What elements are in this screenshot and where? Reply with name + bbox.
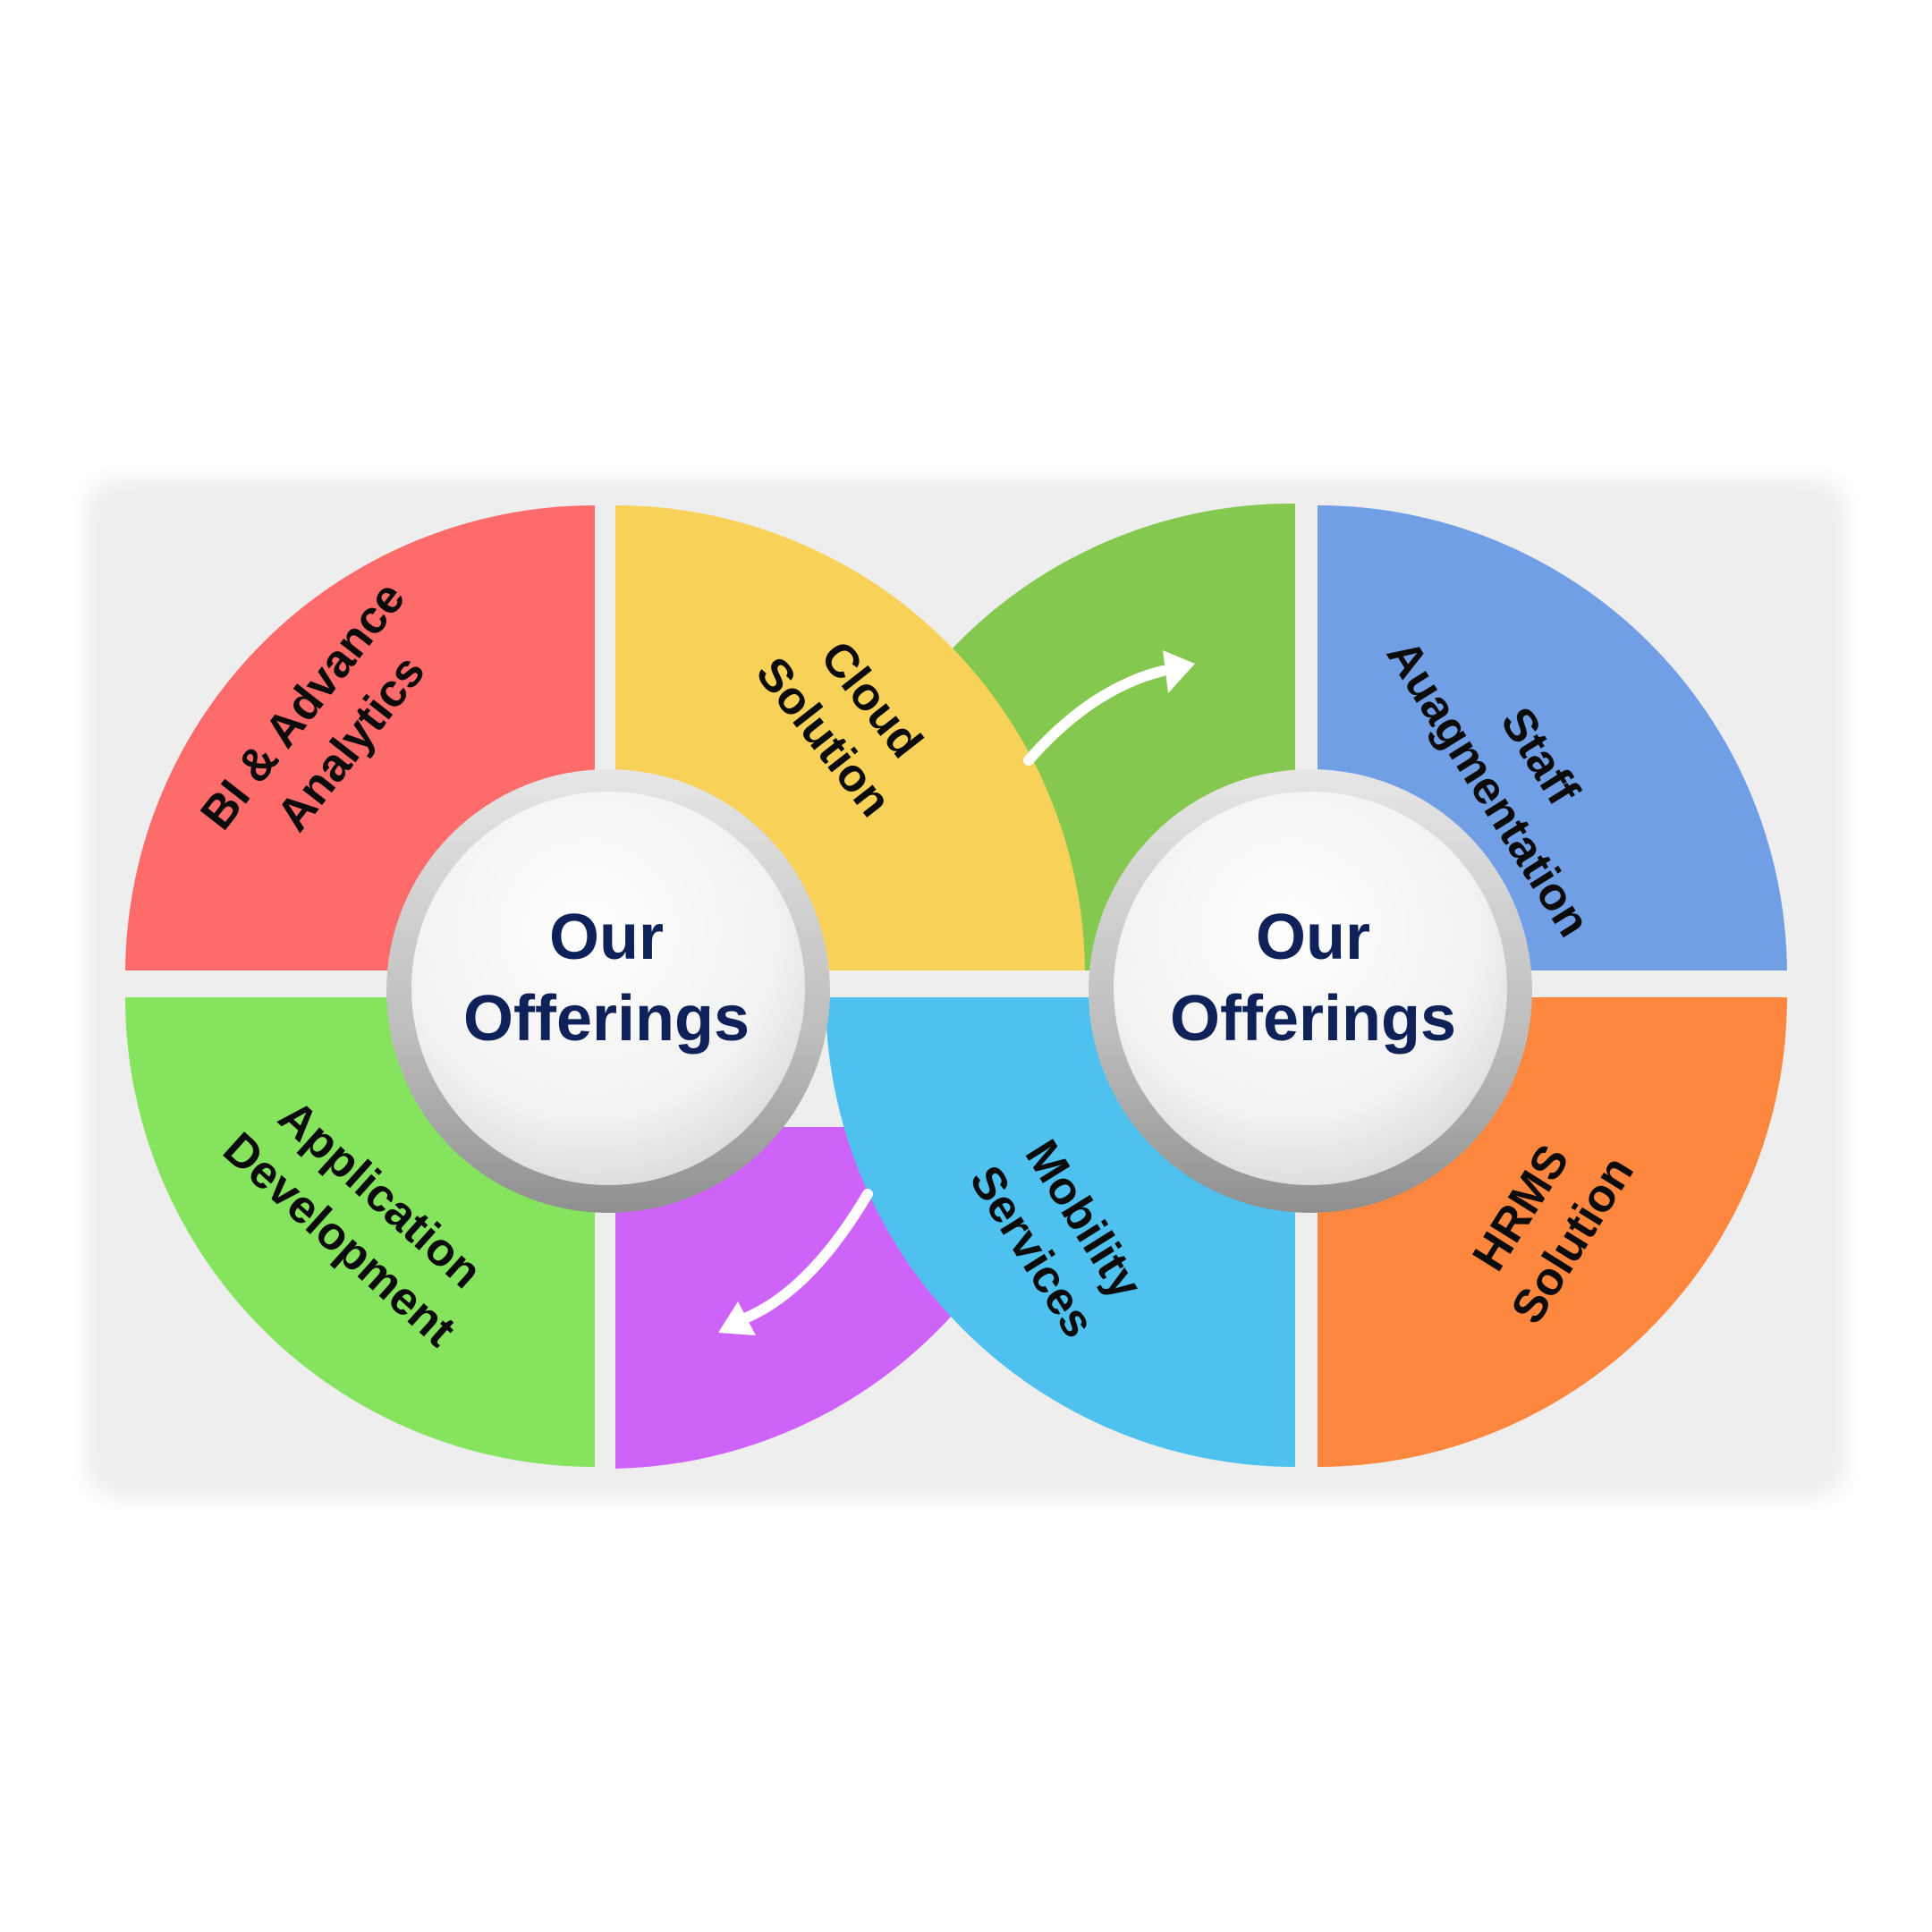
right-hub-title-line1: Our — [1256, 902, 1370, 973]
right-hub — [1114, 792, 1507, 1185]
curved-arrow-left-icon — [718, 1189, 873, 1335]
right-hub-title-line2: Offerings — [1170, 983, 1456, 1055]
left-hub-title-line1: Our — [549, 902, 664, 973]
left-hub — [411, 792, 805, 1185]
left-hub-title-line2: Offerings — [463, 983, 750, 1055]
curved-arrow-right-icon — [1023, 650, 1195, 766]
